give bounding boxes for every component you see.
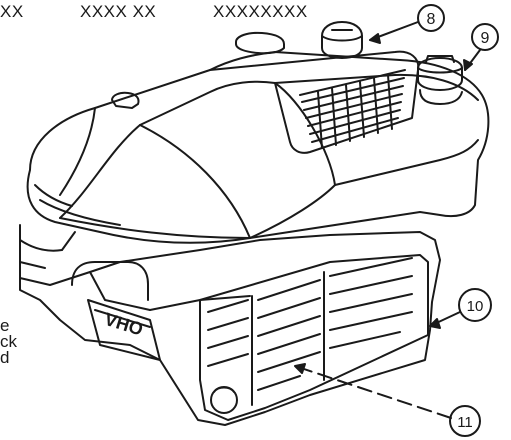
cooling-fin-panel — [209, 50, 420, 154]
callout-8-label: 8 — [427, 11, 436, 28]
header-code-1: XX — [0, 2, 24, 21]
ohv-badge — [87, 299, 161, 361]
side-text-line-3: d — [0, 348, 10, 367]
leader-11 — [294, 365, 452, 419]
callout-9-label: 9 — [481, 30, 490, 47]
callout-10-label: 10 — [467, 298, 484, 315]
engine-block — [19, 224, 441, 426]
side-text-line-2: ck — [0, 332, 17, 351]
grille-housing — [199, 254, 429, 421]
header-code-3: XXXXXXXX — [213, 2, 308, 21]
oil-fill-cap — [417, 57, 463, 91]
ohv-badge-label: OHV — [102, 309, 145, 340]
callout-11-label: 11 — [457, 414, 473, 431]
fuel-cap — [321, 21, 363, 59]
engine-shroud — [26, 51, 490, 244]
side-text-line-1: e — [0, 316, 10, 335]
header-code-2: XXXX XX — [80, 2, 157, 21]
